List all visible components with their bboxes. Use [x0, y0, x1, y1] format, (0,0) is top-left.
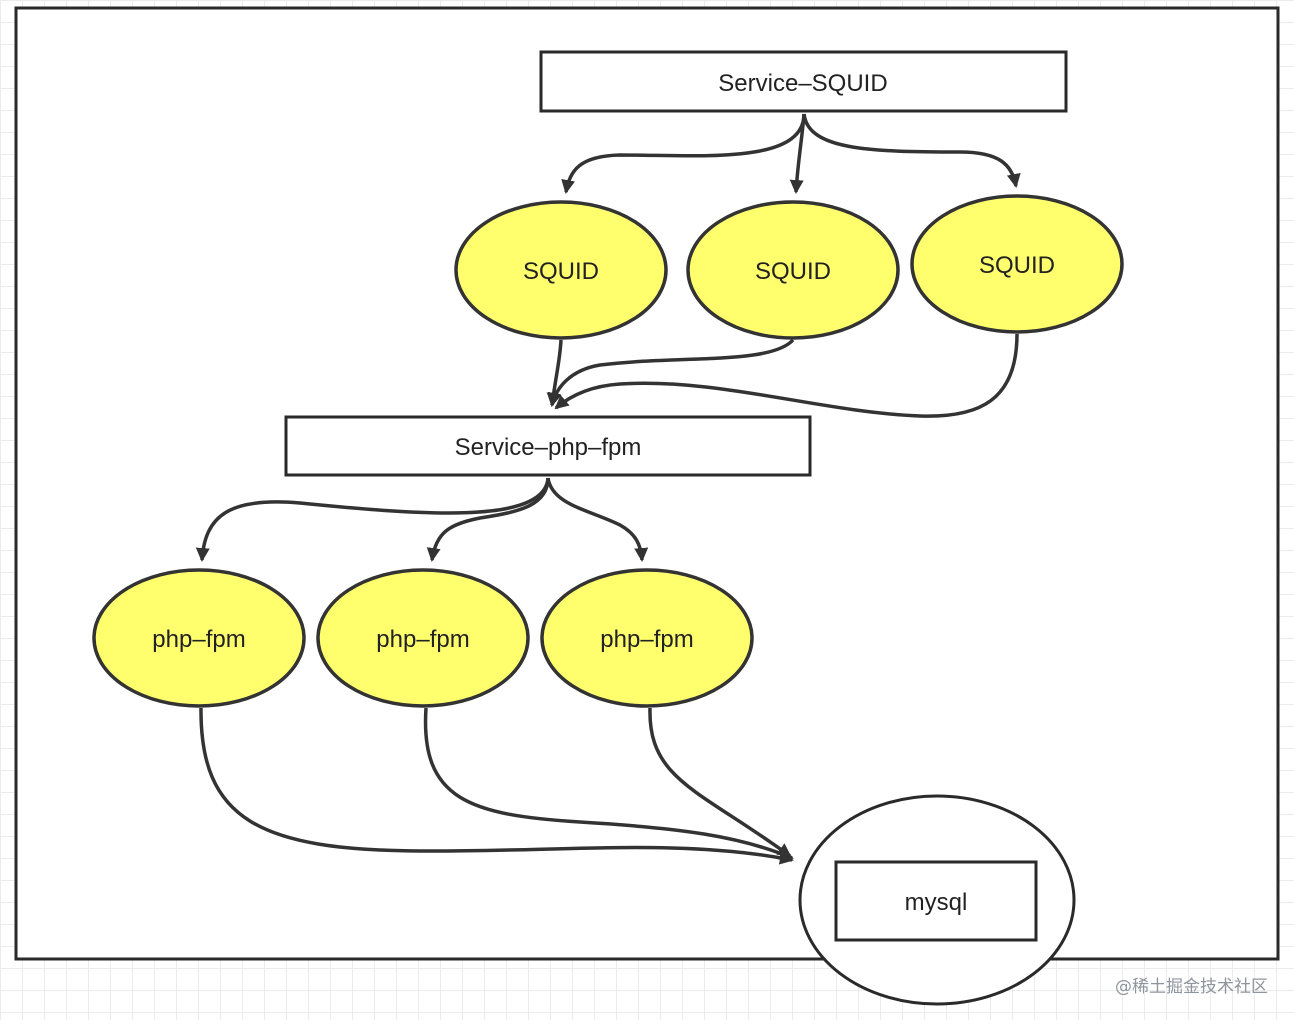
squid-node-2[interactable]: SQUID	[686, 200, 900, 340]
php-fpm-node-label: php–fpm	[600, 626, 693, 653]
squid-node-label: SQUID	[523, 258, 599, 285]
mysql-box	[834, 860, 1038, 942]
php-fpm-node-3[interactable]: php–fpm	[540, 568, 754, 708]
arrow-squid-2-to-service-php-fpm	[547, 338, 795, 407]
arrow-service-php-fpm-to-php-fpm-3	[546, 477, 649, 562]
squid-node-3[interactable]: SQUID	[910, 194, 1124, 334]
arrow-php-fpm-2-to-mysql	[423, 707, 794, 860]
php-to-mysql-arrows	[199, 707, 794, 865]
mysql-node[interactable]: mysql	[798, 794, 1076, 1006]
watermark-text: @稀土掘金技术社区	[1115, 977, 1268, 997]
php-fpm-node-2[interactable]: php–fpm	[316, 568, 530, 708]
squid-to-php-service-arrows	[546, 333, 1019, 418]
php-fpm-node-label: php–fpm	[152, 626, 245, 653]
diagram-frame	[14, 6, 1280, 961]
arrow-service-squid-to-squid-1	[561, 113, 806, 194]
arrow-squid-3-to-service-php-fpm	[554, 333, 1019, 418]
php-service-arrows	[195, 477, 649, 562]
service-squid-box[interactable]: Service–SQUID	[539, 50, 1068, 113]
arrow-service-squid-to-squid-3	[802, 113, 1021, 188]
arrow-php-fpm-1-to-mysql	[199, 707, 794, 865]
php-fpm-node-label: php–fpm	[376, 626, 469, 653]
arrow-service-squid-to-squid-2	[789, 113, 806, 194]
service-php-fpm-box[interactable]: Service–php–fpm	[284, 415, 812, 477]
squid-node-label: SQUID	[755, 258, 831, 285]
mysql-label: mysql	[905, 889, 968, 916]
arrow-service-php-fpm-to-php-fpm-1	[195, 477, 550, 562]
php-fpm-node-1[interactable]: php–fpm	[92, 568, 306, 708]
squid-service-arrows	[561, 113, 1021, 194]
squid-node-label: SQUID	[979, 252, 1055, 279]
service-php-fpm-label: Service–php–fpm	[455, 434, 642, 461]
squid-node-1[interactable]: SQUID	[454, 200, 668, 340]
service-squid-label: Service–SQUID	[718, 70, 887, 97]
arrow-php-fpm-3-to-mysql	[648, 707, 792, 858]
arrow-service-php-fpm-to-php-fpm-2	[426, 477, 550, 562]
